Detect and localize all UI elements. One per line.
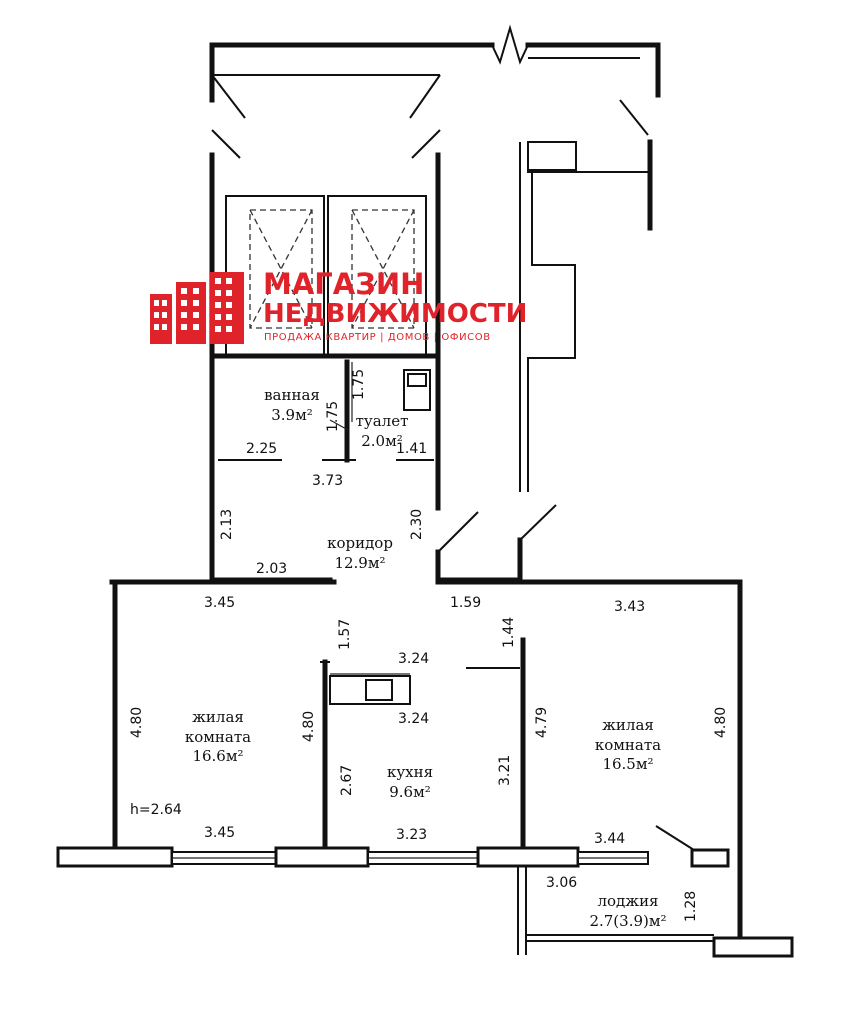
- living-right-walls: [466, 579, 743, 938]
- room-kitchen-label: кухня 9.6м²: [386, 763, 434, 801]
- dimension-label: 1.75: [351, 368, 367, 400]
- dimension-label: 4.80: [301, 710, 317, 742]
- dimension-label: 2.30: [409, 508, 425, 540]
- kitchen-counter: [329, 673, 411, 705]
- dimension-label: 1.75: [325, 400, 341, 432]
- agency-logo: МАГАЗИН НЕДВИЖИМОСТИ ПРОДАЖА КВАРТИР | Д…: [148, 268, 538, 348]
- dimension-label: 3.45: [204, 825, 236, 841]
- buildings-icon: [150, 272, 244, 344]
- dimension-label: 4.79: [534, 706, 550, 738]
- dimension-label: 2.25: [246, 441, 278, 457]
- dimension-label: 3.44: [594, 831, 626, 847]
- stairwell-walls: [209, 24, 661, 231]
- dimension-label: 1.59: [450, 595, 482, 611]
- dimension-label: 3.45: [204, 595, 236, 611]
- dimension-label: 2.67: [339, 764, 355, 796]
- dimension-label: 3.06: [546, 875, 578, 891]
- loggia-walls: [517, 866, 794, 958]
- dimension-label: 1.41: [396, 441, 428, 457]
- dimension-label: 1.28: [683, 890, 699, 922]
- ceiling-height-label: h=2.64: [130, 802, 182, 818]
- dimension-label: 2.03: [256, 561, 288, 577]
- logo-title-line2: НЕДВИЖИМОСТИ: [263, 299, 528, 329]
- room-living-left-label: жилая комната 16.6м²: [184, 708, 252, 765]
- logo-title-line1: МАГАЗИН: [263, 267, 425, 301]
- corridor-walls: [109, 537, 743, 585]
- dimension-label: 3.21: [497, 754, 513, 786]
- bathroom-walls: [218, 359, 434, 463]
- room-living-right-label: жилая комната 16.5м²: [594, 716, 662, 773]
- dimension-label: 1.44: [501, 616, 517, 648]
- dimension-label: 4.80: [713, 706, 729, 738]
- dimension-label: 4.80: [129, 706, 145, 738]
- dimension-label: 3.43: [614, 599, 646, 615]
- living-left-walls: [112, 579, 330, 848]
- room-corridor-label: коридор 12.9м²: [327, 534, 393, 572]
- stair-corridor-walls: [437, 141, 650, 553]
- room-bathroom-label: ванная 3.9м²: [264, 386, 320, 424]
- core-walls: [209, 152, 441, 583]
- dimension-label: 3.23: [396, 827, 428, 843]
- dimension-label: 1.57: [337, 618, 353, 650]
- room-toilet-label: туалет 2.0м²: [355, 412, 409, 450]
- exterior-window-wall: [56, 846, 730, 868]
- dimension-label: 3.24: [398, 651, 430, 667]
- logo-tagline: ПРОДАЖА КВАРТИР | ДОМОВ | ОФИСОВ: [264, 332, 491, 343]
- dimension-label: 3.73: [312, 473, 344, 489]
- dimension-label: 2.13: [219, 508, 235, 540]
- dimension-label: 3.24: [398, 711, 430, 727]
- room-loggia-label: лоджия 2.7(3.9)м²: [589, 892, 667, 930]
